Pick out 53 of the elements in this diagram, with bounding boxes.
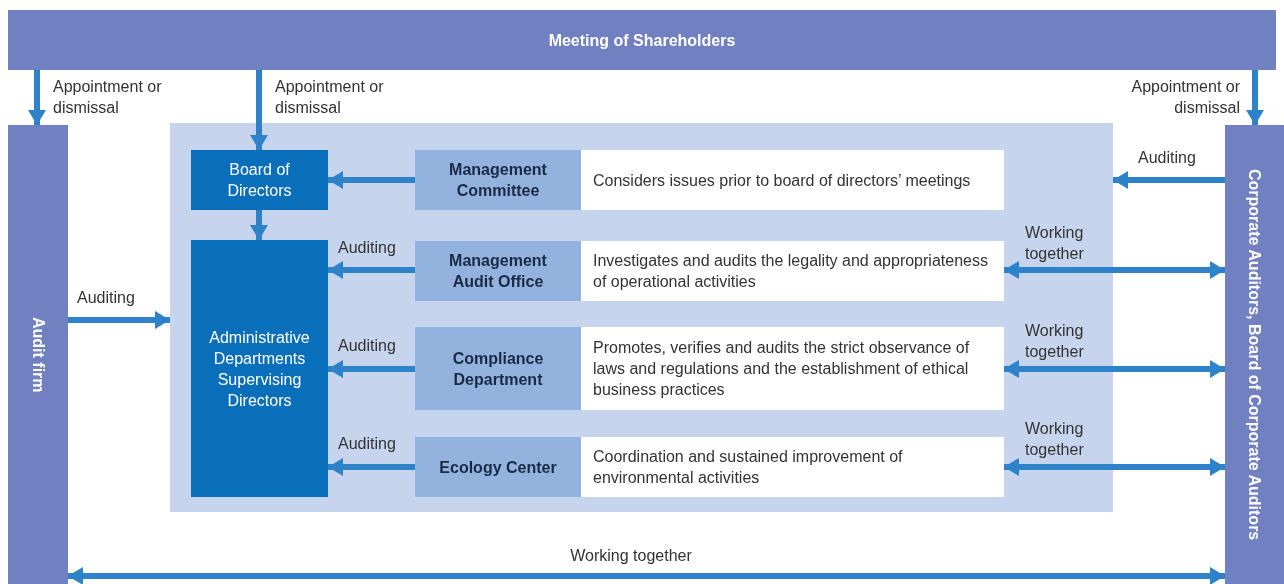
node-label: Coordination and sustained improvement of environmental activities [593, 447, 904, 488]
edge-label: Auditing [77, 288, 136, 308]
edge-label: Appointment or dismissal [1130, 77, 1240, 118]
arrow [328, 360, 415, 378]
org-box [191, 240, 328, 497]
node-label: Ecology Center [438, 457, 558, 478]
edge-label: Working together [1025, 321, 1085, 362]
header-band [8, 10, 1276, 70]
arrow [1113, 171, 1225, 189]
edge-label: Auditing [338, 336, 397, 356]
description-box [581, 150, 1004, 210]
node-label: Board of Directors [226, 160, 293, 201]
node-label: Promotes, verifies and audits the strict observance of laws and regulations and the establishment of ethical business practices [593, 338, 971, 400]
edge-label: Auditing [1138, 148, 1197, 168]
side-bar [1225, 125, 1284, 584]
arrow [1246, 70, 1264, 125]
description-box [581, 437, 1004, 497]
arrow [250, 70, 268, 150]
arrow [328, 171, 415, 189]
node-label: Audit firm [28, 316, 48, 393]
side-bar [8, 125, 68, 584]
edge-label: Appointment or dismissal [53, 77, 163, 118]
department-box [415, 150, 581, 210]
description-box [581, 241, 1004, 301]
node-label: Considers issues prior to board of directors’ meetings [593, 170, 971, 191]
arrow [68, 311, 170, 329]
org-box [191, 150, 328, 210]
node-label: Investigates and audits the legality and appropriateness of operational activities [593, 251, 989, 292]
node-label: Meeting of Shareholders [548, 30, 736, 51]
edge-label: Appointment or dismissal [275, 77, 385, 118]
edge-label: Auditing [338, 434, 397, 454]
department-box [415, 437, 581, 497]
node-label: Corporate Auditors, Board of Corporate Auditors [1245, 168, 1264, 541]
group-panel [170, 123, 1113, 512]
arrow [328, 458, 415, 476]
node-label: Management Audit Office [448, 251, 548, 292]
edge-label: Working together [569, 546, 693, 566]
node-label: Management Committee [448, 160, 548, 201]
arrow [328, 261, 415, 279]
arrow [68, 567, 1225, 584]
arrow [28, 70, 46, 125]
edge-label: Working together [1025, 223, 1085, 264]
arrow [1004, 458, 1225, 476]
edge-label: Auditing [338, 238, 397, 258]
department-box [415, 241, 581, 301]
arrow [1004, 261, 1225, 279]
edge-label: Working together [1025, 419, 1085, 460]
description-box [581, 327, 1004, 410]
arrow [1004, 360, 1225, 378]
department-box [415, 327, 581, 410]
arrow [250, 210, 268, 240]
node-label: Compliance Department [451, 348, 545, 390]
node-label: Administrative Departments Supervising Directors [208, 327, 311, 411]
